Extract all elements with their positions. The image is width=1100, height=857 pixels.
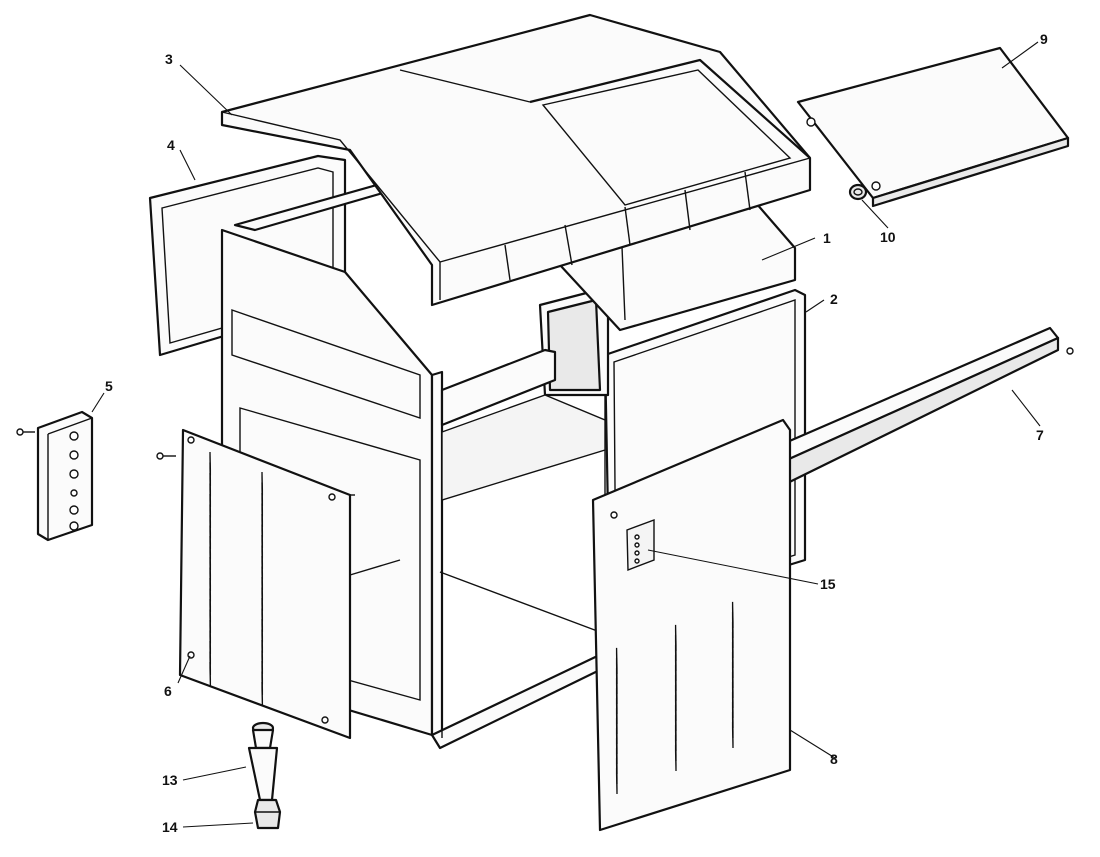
part-9-top-lid [796, 46, 1070, 208]
callout-15: 15 [820, 576, 836, 592]
part-3-top-cover [220, 13, 812, 307]
part-10-knob [848, 183, 868, 201]
callout-6: 6 [164, 683, 172, 699]
part-8-right-louvered-panel [591, 418, 792, 832]
part-6-left-louvered-panel [156, 428, 355, 740]
callout-1: 1 [823, 230, 831, 246]
callout-4: 4 [167, 137, 175, 153]
callout-13: 13 [162, 772, 178, 788]
part-13-leg [247, 721, 279, 802]
callout-labels: 1 2 3 4 5 6 7 8 9 10 13 14 15 [105, 31, 1048, 835]
callout-9: 9 [1040, 31, 1048, 47]
part-5-control-bracket [16, 410, 94, 542]
callout-8: 8 [830, 751, 838, 767]
callout-3: 3 [165, 51, 173, 67]
callout-14: 14 [162, 819, 178, 835]
callout-5: 5 [105, 378, 113, 394]
callout-10: 10 [880, 229, 896, 245]
callout-7: 7 [1036, 427, 1044, 443]
callout-2: 2 [830, 291, 838, 307]
leader-lines [91, 41, 1041, 828]
part-14-foot [253, 798, 282, 830]
